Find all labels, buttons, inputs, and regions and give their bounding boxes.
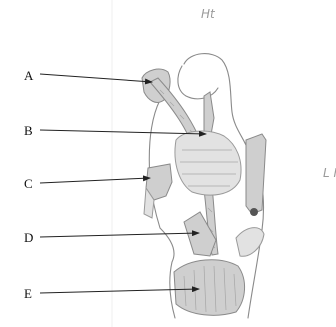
knee-drawing — [142, 54, 266, 318]
label-b: B — [24, 123, 33, 138]
leader-a — [40, 74, 152, 82]
label-c-group: C — [24, 176, 150, 191]
top-handwritten-mark: Ht — [201, 7, 216, 21]
right-handwritten-mark: L F — [323, 166, 336, 180]
label-c: C — [24, 176, 33, 191]
femur-head — [178, 66, 218, 99]
leader-d — [40, 233, 199, 237]
lower-right-structure — [236, 228, 264, 257]
label-b-group: B — [24, 123, 206, 138]
label-a-group: A — [24, 68, 152, 83]
central-block — [175, 131, 241, 195]
label-e: E — [24, 286, 32, 301]
label-d: D — [24, 230, 33, 245]
label-a: A — [24, 68, 34, 83]
leader-c — [40, 178, 150, 183]
leader-b — [40, 130, 206, 134]
